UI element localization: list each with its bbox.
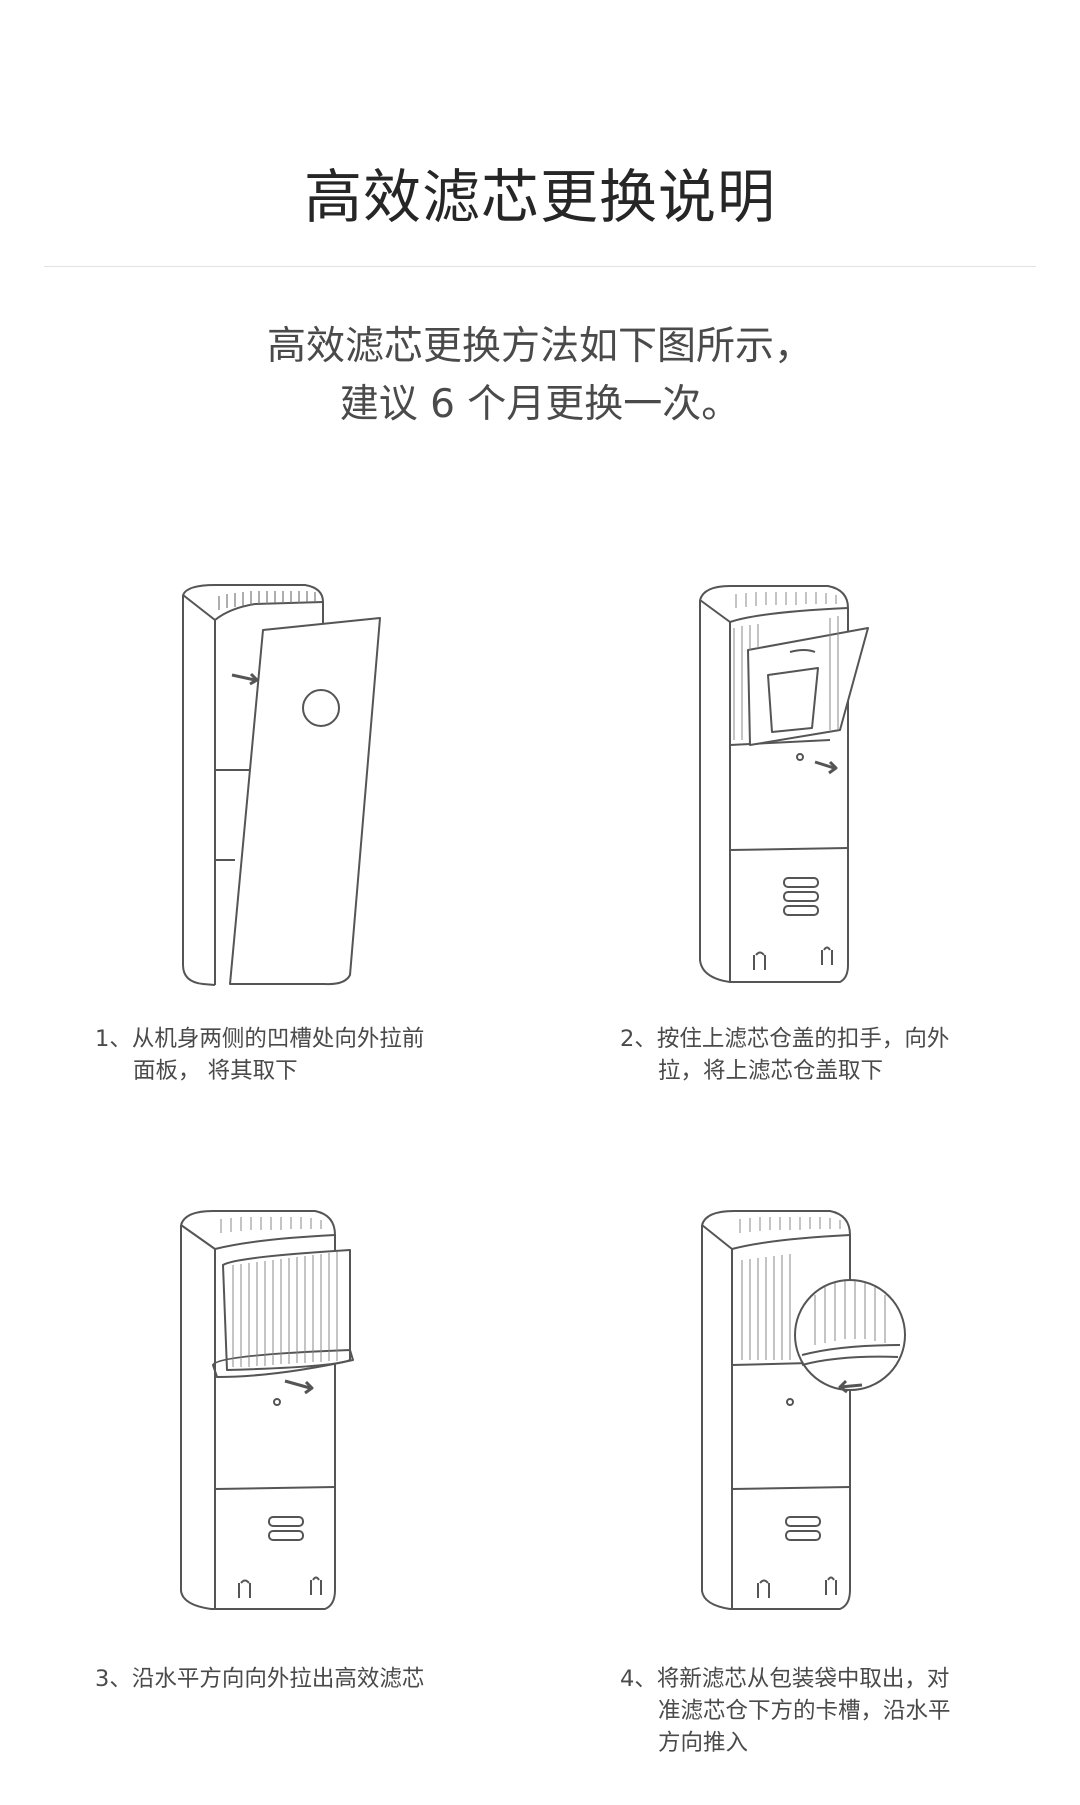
step-4-caption-line-3: 方向推入: [658, 1730, 749, 1756]
purifier-filter-pullout-drawing: [180, 1210, 354, 1610]
step-2-caption-line-1: 2、按住上滤芯仓盖的扣手，向外: [620, 1026, 950, 1052]
step-4-caption: 4、将新滤芯从包装袋中取出，对 准滤芯仓下方的卡槽，沿水平 方向推入: [620, 1663, 1040, 1759]
step-1-illustration: [175, 580, 475, 1000]
step-3-caption-line-1: 3、沿水平方向向外拉出高效滤芯: [95, 1666, 425, 1692]
step-4-caption-line-2: 准滤芯仓下方的卡槽，沿水平: [658, 1698, 951, 1724]
step-3-illustration: [175, 1205, 475, 1625]
step-3-caption: 3、沿水平方向向外拉出高效滤芯: [95, 1663, 535, 1695]
step-1-caption: 1、从机身两侧的凹槽处向外拉前 面板， 将其取下: [95, 1023, 515, 1087]
step-1-caption-line-1: 1、从机身两侧的凹槽处向外拉前: [95, 1026, 425, 1052]
intro-line-1: 高效滤芯更换方法如下图所示，: [266, 324, 813, 369]
step-2-caption: 2、按住上滤芯仓盖的扣手，向外 拉，将上滤芯仓盖取下: [620, 1023, 1040, 1087]
intro-line-2: 建议 6 个月更换一次。: [339, 382, 741, 427]
step-2-caption-line-2: 拉，将上滤芯仓盖取下: [658, 1058, 884, 1084]
intro-text: 高效滤芯更换方法如下图所示， 建议 6 个月更换一次。: [0, 318, 1080, 434]
step-4-caption-line-1: 4、将新滤芯从包装袋中取出，对: [620, 1666, 950, 1692]
step-1-caption-line-2: 面板， 将其取下: [133, 1058, 298, 1084]
step-2-illustration: [690, 580, 990, 1000]
purifier-filter-insert-drawing: [701, 1210, 906, 1610]
purifier-front-panel-removal-drawing: [182, 584, 381, 986]
purifier-filter-cover-removal-drawing: [699, 585, 869, 983]
title-divider: [44, 266, 1036, 267]
step-4-illustration: [690, 1205, 990, 1625]
page-title: 高效滤芯更换说明: [303, 163, 776, 231]
